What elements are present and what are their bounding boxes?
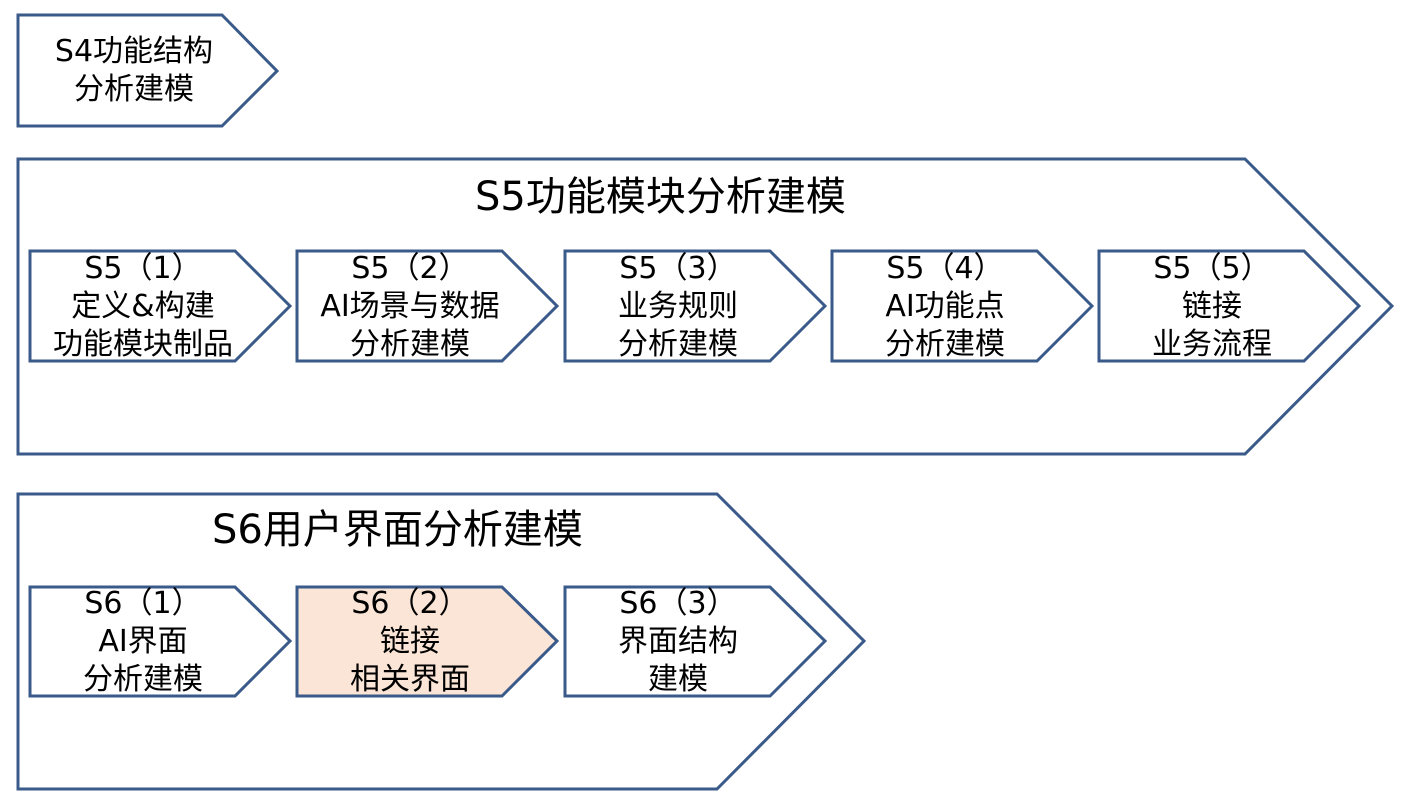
s5-step-1-line3: 功能模块制品 — [53, 327, 233, 362]
s6-step-1-line2: AI界面 — [98, 624, 188, 659]
s5-step-2-line3: 分析建模 — [350, 327, 470, 362]
s5-step-5-line2: 链接 — [1182, 289, 1242, 324]
s5-step-2-chevron — [295, 249, 560, 363]
s5-step-3-chevron — [563, 249, 828, 363]
s5-step-1-code: S5（1） — [84, 251, 202, 286]
s6-step-1-code: S6（1） — [84, 586, 202, 621]
s6-step-2-line3: 相关界面 — [350, 662, 470, 697]
s6-title: S6用户界面分析建模 — [212, 507, 583, 553]
s4-label-line2: 分析建模 — [74, 72, 194, 107]
s5-step-1-line2: 定义&构建 — [71, 289, 215, 324]
s5-step-2-code: S5（2） — [351, 251, 469, 286]
s5-step-5-line3: 业务流程 — [1152, 327, 1272, 362]
s6-step-1-chevron — [28, 585, 293, 698]
s6-step-3-code: S6（3） — [619, 586, 737, 621]
s5-step-4-chevron — [830, 249, 1095, 363]
s6-step-2-chevron — [295, 585, 560, 698]
s4-chevron — [16, 13, 280, 128]
s6-step-3-line3: 建模 — [648, 662, 708, 697]
s5-step-3-line3: 分析建模 — [618, 327, 738, 362]
s4-label-line1: S4功能结构 — [54, 34, 214, 69]
s6-step-3-label: S6（3） 界面结构 建模 — [573, 585, 783, 699]
s5-step-4-line2: AI功能点 — [885, 289, 1005, 324]
s5-step-5-code: S5（5） — [1153, 251, 1271, 286]
s6-step-2-label: S6（2） 链接 相关界面 — [305, 585, 515, 699]
s5-step-3-label: S5（3） 业务规则 分析建模 — [573, 250, 783, 364]
s6-step-3-line2: 界面结构 — [618, 624, 738, 659]
s5-step-1-label: S5（1） 定义&构建 功能模块制品 — [38, 250, 248, 364]
s6-step-1-label: S6（1） AI界面 分析建模 — [38, 585, 248, 699]
s5-step-1-chevron — [28, 249, 293, 363]
s5-title: S5功能模块分析建模 — [475, 174, 846, 220]
s5-step-3-line2: 业务规则 — [618, 289, 738, 324]
s6-step-2-line2: 链接 — [380, 624, 440, 659]
s5-step-5-label: S5（5） 链接 业务流程 — [1107, 250, 1317, 364]
s5-step-4-code: S5（4） — [886, 251, 1004, 286]
s4-label: S4功能结构 分析建模 — [18, 33, 250, 109]
s6-step-2-code: S6（2） — [351, 586, 469, 621]
s6-step-3-chevron — [563, 585, 828, 698]
s5-step-4-label: S5（4） AI功能点 分析建模 — [840, 250, 1050, 364]
s5-step-5-chevron — [1097, 249, 1362, 363]
s5-step-2-line2: AI场景与数据 — [320, 289, 500, 324]
s5-step-3-code: S5（3） — [619, 251, 737, 286]
s5-step-4-line3: 分析建模 — [885, 327, 1005, 362]
s5-step-2-label: S5（2） AI场景与数据 分析建模 — [305, 250, 515, 364]
s6-step-1-line3: 分析建模 — [83, 662, 203, 697]
